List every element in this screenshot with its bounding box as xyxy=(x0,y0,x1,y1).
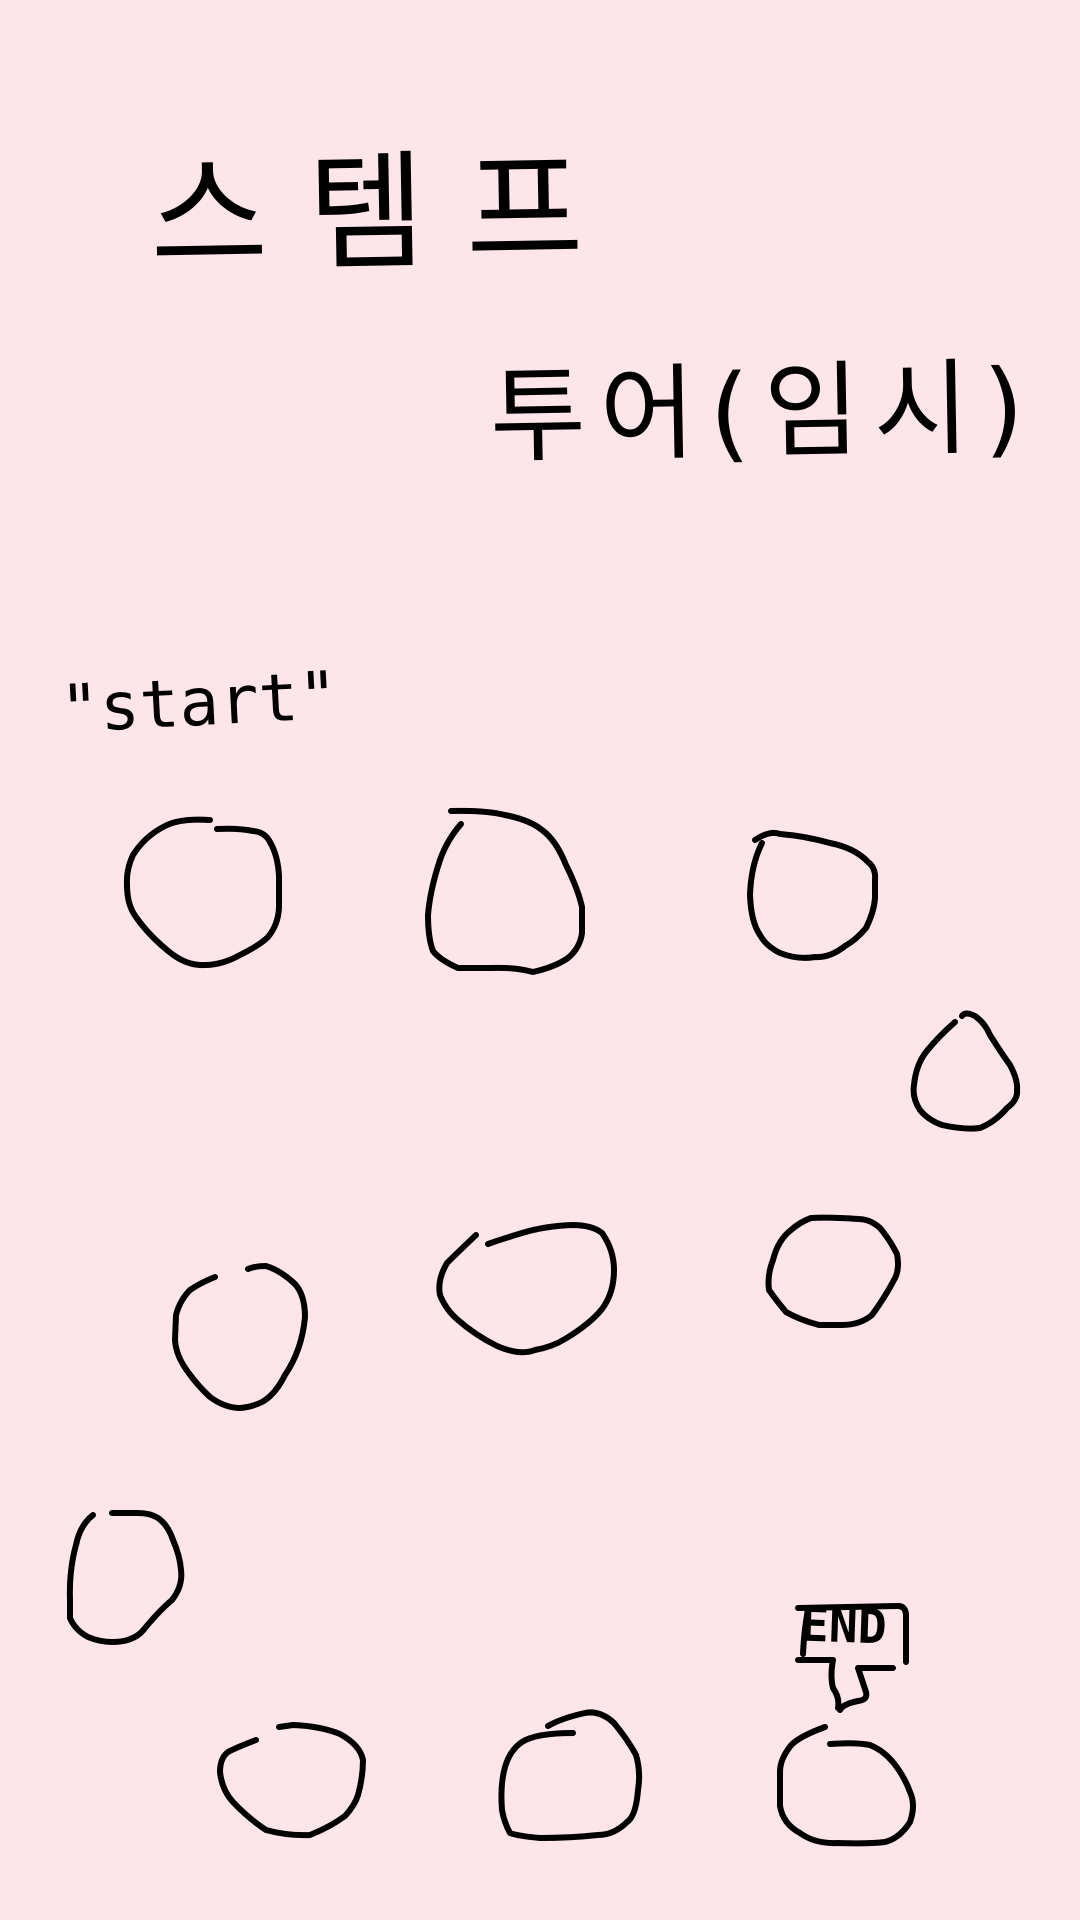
stamp-spot-9[interactable] xyxy=(217,1722,366,1839)
stamp-spot-11[interactable] xyxy=(777,1724,916,1847)
end-speech-bubble xyxy=(795,1603,909,1713)
stamp-spot-6[interactable] xyxy=(436,1222,617,1356)
stamp-spot-10[interactable] xyxy=(498,1709,643,1841)
stamp-spot-5[interactable] xyxy=(172,1263,308,1411)
stamp-spot-2[interactable] xyxy=(425,807,585,975)
stamp-spot-4[interactable] xyxy=(910,1010,1021,1132)
stamp-spot-3[interactable] xyxy=(747,829,879,961)
stamp-spot-1[interactable] xyxy=(123,816,282,969)
stamp-spot-7[interactable] xyxy=(765,1214,901,1328)
stamp-spot-8[interactable] xyxy=(66,1510,185,1645)
